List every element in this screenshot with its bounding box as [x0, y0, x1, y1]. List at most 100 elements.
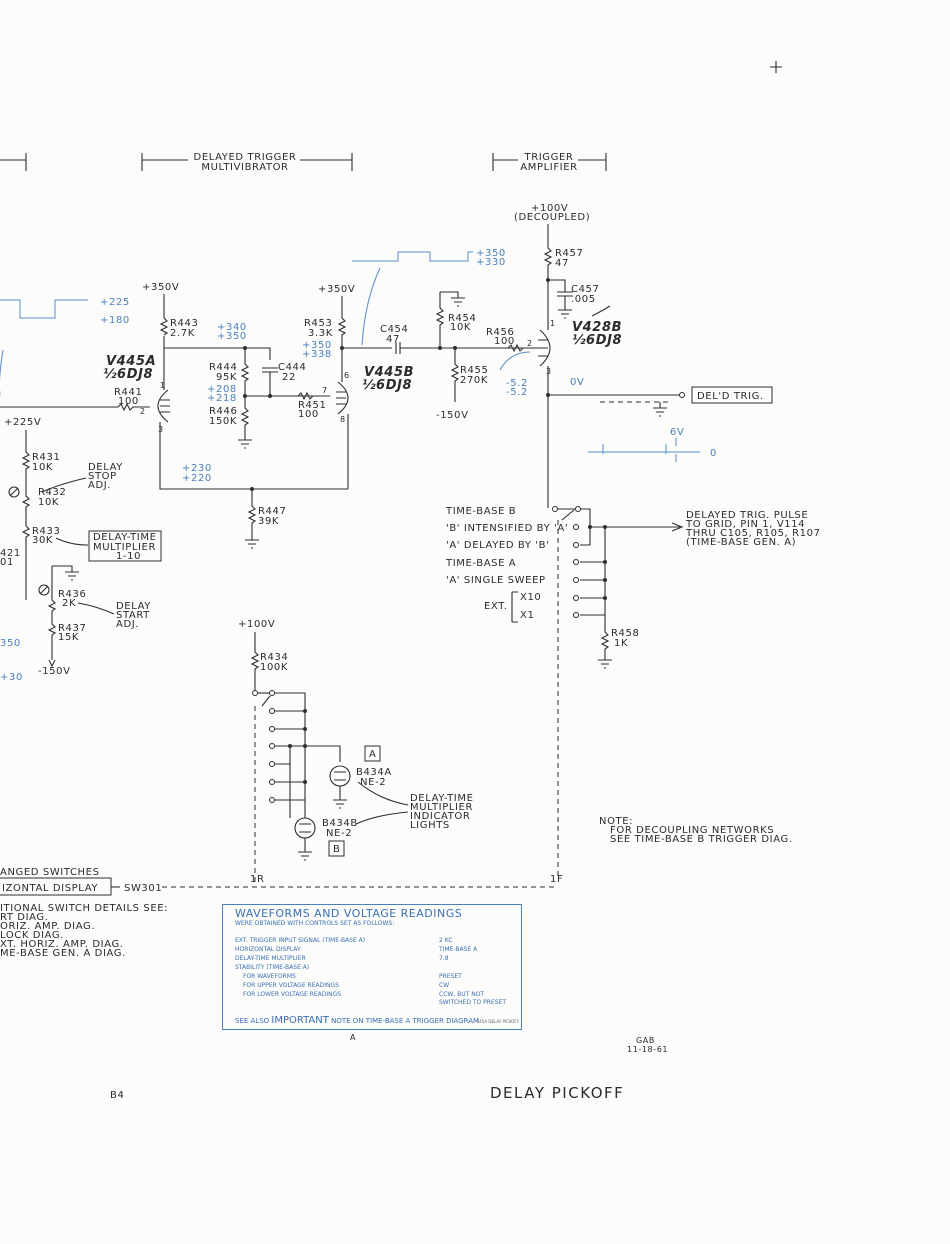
ganged-switches: ANGED SWITCHES	[0, 867, 100, 878]
mode-timebase-b: TIME-BASE B	[445, 506, 516, 517]
indicator-4: LIGHTS	[410, 820, 450, 831]
lamp-a-marker: A	[369, 749, 376, 760]
waveform-left	[0, 299, 88, 319]
tube-type-v428b: ½6DJ8	[572, 333, 622, 348]
label-r455: R455	[460, 365, 488, 376]
label-r456: R456	[486, 327, 514, 338]
pin-3-a: 3	[158, 425, 164, 434]
value-r441: 100	[118, 396, 139, 407]
value-r453: 3.3K	[308, 328, 333, 339]
ground-symbol	[238, 439, 252, 449]
delayed-pulse-3: THRU C105, R105, R107	[685, 528, 821, 539]
volt-230: +230	[182, 463, 212, 474]
value-r455: 270K	[460, 375, 488, 386]
label-c457: C457	[571, 284, 599, 295]
switch-details-1: RT DIAG.	[0, 912, 49, 923]
label-b434a: B434A	[356, 767, 392, 778]
volt-minus52-a: -5.2	[506, 378, 528, 389]
value-r437: 15K	[58, 632, 79, 643]
note-line-1: FOR DECOUPLING NETWORKS	[610, 825, 774, 836]
readings-tag: 545A DELAY PICKOFF	[476, 1019, 519, 1024]
delayed-pulse-1: DELAYED TRIG. PULSE	[686, 510, 808, 521]
readings-row: EXT. TRIGGER INPUT SIGNAL (TIME-BASE A)2…	[235, 937, 453, 944]
pin-7: 7	[322, 386, 328, 395]
delay-stop-pot[interactable]	[8, 486, 20, 498]
supply-decoupled-label: (DECOUPLED)	[514, 212, 590, 223]
capacitor-c457	[548, 279, 573, 319]
supply-100v-decoupled: +100V	[531, 203, 568, 214]
volt-330-wave: +330	[476, 257, 506, 268]
resistor-r443	[159, 317, 169, 336]
delay-stop-1: DELAY	[88, 462, 123, 473]
dtm-1: DELAY-TIME	[93, 532, 157, 543]
supply-100v: +100V	[238, 619, 275, 630]
delayed-trig-output-label: DEL'D TRIG.	[697, 391, 764, 402]
delay-start-1: DELAY	[116, 601, 151, 612]
switch-1r: 1R	[250, 874, 265, 885]
resistor-r444	[240, 348, 250, 396]
switch-contacts-timebase	[573, 524, 579, 618]
x1-label: X1	[520, 610, 534, 621]
label-r431: R431	[32, 452, 60, 463]
tube-v428b	[539, 329, 551, 367]
horizontal-display-label: IZONTAL DISPLAY	[2, 883, 98, 894]
supply-350v-mid: +350V	[318, 284, 355, 295]
pin-8: 8	[340, 415, 346, 424]
tube-type-v445a: ½6DJ8	[103, 367, 153, 382]
delay-start-3: ADJ.	[116, 619, 139, 630]
tube-v445b	[337, 381, 349, 415]
section-bracket-trigger	[492, 153, 607, 171]
label-r432: R432	[38, 487, 66, 498]
label-c454: C454	[380, 324, 408, 335]
delay-start-pot[interactable]	[38, 584, 50, 596]
diagram-title: DELAY PICKOFF	[490, 1084, 624, 1102]
resistor-r453	[337, 296, 347, 382]
section-label-delayed-1: DELAYED TRIGGER	[194, 152, 297, 163]
resistor-r446	[240, 396, 250, 440]
delay-stop-2: STOP	[88, 471, 117, 482]
value-c457: .005	[571, 294, 596, 305]
switch-details-3: LOCK DIAG.	[0, 930, 64, 941]
waveform-pointer-left	[0, 349, 4, 395]
waveform-pointer	[361, 267, 381, 346]
indicator-2: MULTIPLIER	[410, 802, 473, 813]
label-r441: R441	[114, 387, 142, 398]
neon-lamp-b434a	[329, 765, 351, 787]
pin-3-b: 3	[546, 367, 552, 376]
lamp-b-marker: B	[333, 844, 340, 855]
capacitor-c444	[262, 367, 278, 396]
delay-stop-3: ADJ.	[88, 480, 111, 491]
volt-180: +180	[100, 315, 130, 326]
value-r433: 30K	[32, 535, 53, 546]
volt-350-wave: +350	[476, 248, 506, 259]
label-r453: R453	[304, 318, 332, 329]
resistor-r451	[297, 391, 314, 401]
mode-b-intensified: 'B' INTENSIFIED BY 'A'	[446, 523, 568, 534]
value-c444: 22	[282, 372, 296, 383]
supply-350v-left: +350V	[142, 282, 179, 293]
indicator-3: INDICATOR	[410, 811, 470, 822]
x10-label: X10	[520, 592, 541, 603]
neon-lamp-b434b	[294, 817, 316, 839]
switch-sw301: SW301	[124, 883, 162, 894]
label-r421-b: 01	[0, 557, 14, 568]
section-label-trigger-1: TRIGGER	[524, 152, 574, 163]
delayed-pulse-4: (TIME-BASE GEN. A)	[686, 537, 796, 548]
section-bracket-left	[0, 153, 27, 171]
readings-heading: WAVEFORMS AND VOLTAGE READINGS	[235, 907, 463, 920]
label-r457: R457	[555, 248, 583, 259]
label-r443: R443	[170, 318, 198, 329]
readings-box: WAVEFORMS AND VOLTAGE READINGS WERE OBTA…	[222, 904, 522, 1030]
note-line-2: SEE TIME-BASE B TRIGGER DIAG.	[610, 834, 793, 845]
readings-see-also: SEE ALSO IMPORTANT NOTE ON TIME-BASE A T…	[235, 1015, 480, 1026]
value-r432: 10K	[38, 497, 59, 508]
volt-6v: 6V	[670, 427, 684, 438]
volt-minus52-b: -5.2	[506, 387, 528, 398]
note-heading: NOTE:	[599, 816, 633, 827]
supply-225v: +225V	[4, 417, 41, 428]
tube-label-v445b: V445B	[364, 365, 414, 380]
